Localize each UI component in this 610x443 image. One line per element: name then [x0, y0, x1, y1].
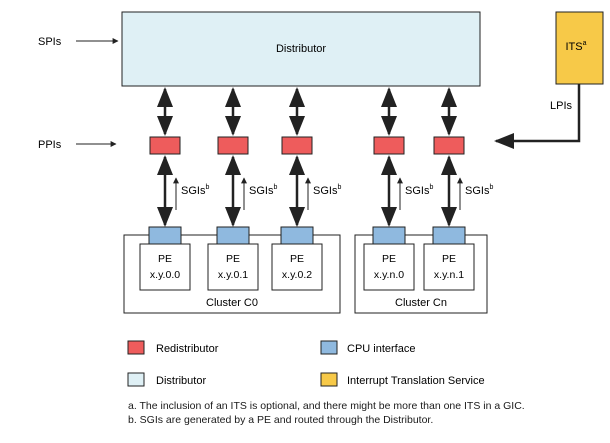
legend-redistributor-label: Redistributor	[156, 343, 219, 355]
lpis-label: LPIs	[550, 100, 573, 112]
pe-id: x.y.0.1	[218, 269, 248, 281]
legend-its-swatch	[320, 372, 338, 387]
pe-label: PE	[226, 253, 240, 265]
pe-id: x.y.0.2	[282, 269, 312, 281]
lpis-arrow	[494, 84, 581, 149]
ppis-label: PPIs	[38, 139, 62, 151]
pe-box	[271, 243, 323, 291]
pe-id: x.y.n.0	[374, 269, 404, 281]
redistributor	[433, 136, 465, 155]
cpu-interface	[148, 226, 182, 245]
spis-label: SPIs	[38, 36, 62, 48]
legend-redistributor-swatch	[127, 340, 145, 355]
legend-distributor-swatch	[127, 372, 145, 387]
pe-label: PE	[158, 253, 172, 265]
cpu-interface	[216, 226, 250, 245]
pe-box	[423, 243, 475, 291]
sgi-label: SGIsb	[465, 184, 493, 197]
sgi-label: SGIsb	[181, 184, 209, 197]
legend-distributor-label: Distributor	[156, 375, 206, 387]
pe-box	[139, 243, 191, 291]
distributor-label: Distributor	[276, 43, 326, 55]
its-label: ITSa	[565, 40, 586, 53]
pe-id: x.y.n.1	[434, 269, 464, 281]
legend-its-label: Interrupt Translation Service	[347, 375, 485, 387]
pe-label: PE	[382, 253, 396, 265]
pe-label: PE	[290, 253, 304, 265]
footnotes: a. The inclusion of an ITS is optional, …	[128, 400, 598, 427]
redistributor	[281, 136, 313, 155]
pe-label: PE	[442, 253, 456, 265]
redistributor	[217, 136, 249, 155]
sgi-label: SGIsb	[313, 184, 341, 197]
legend-cpu-interface-swatch	[320, 340, 338, 355]
cpu-interface	[372, 226, 406, 245]
its-box	[555, 11, 604, 85]
distributor-box	[121, 11, 481, 87]
cluster-label: Cluster Cn	[395, 297, 447, 309]
cpu-interface	[432, 226, 466, 245]
pe-box	[363, 243, 415, 291]
sgi-label: SGIsb	[405, 184, 433, 197]
footnote-b: b. SGIs are generated by a PE and routed…	[128, 413, 434, 426]
cluster-label: Cluster C0	[206, 297, 258, 309]
footnote-a: a. The inclusion of an ITS is optional, …	[128, 400, 525, 412]
pe-box	[207, 243, 259, 291]
legend-cpu-interface-label: CPU interface	[347, 343, 415, 355]
redistributor	[149, 136, 181, 155]
cpu-interface	[280, 226, 314, 245]
pe-id: x.y.0.0	[150, 269, 180, 281]
redistributor	[373, 136, 405, 155]
sgi-label: SGIsb	[249, 184, 277, 197]
